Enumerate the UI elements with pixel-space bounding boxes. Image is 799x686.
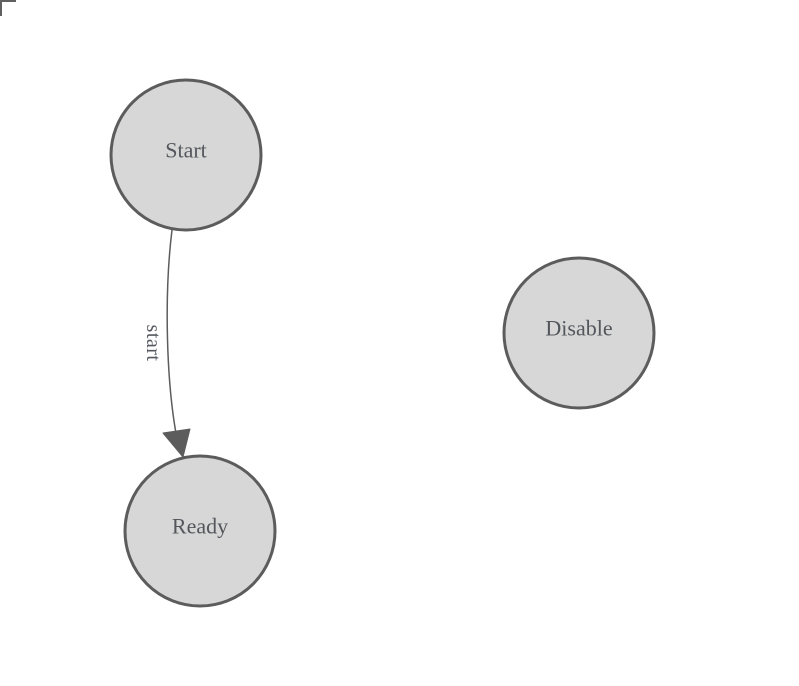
state-circle-disable[interactable] — [502, 256, 656, 410]
state-label-disable: Disable — [545, 316, 612, 341]
state-label-start: Start — [165, 138, 207, 163]
transition-path[interactable] — [166, 229, 179, 445]
state-node-start[interactable]: Start — [109, 78, 263, 232]
state-circle-ready[interactable] — [123, 454, 277, 608]
state-node-ready[interactable]: Ready — [123, 454, 277, 608]
state-circle-start[interactable] — [109, 78, 263, 232]
canvas-corner-mark — [0, 0, 16, 16]
transition-label: start — [142, 325, 164, 362]
arrowhead-icon[interactable] — [162, 428, 191, 458]
state-label-ready: Ready — [172, 514, 228, 539]
transition-start-to-ready[interactable]: start — [142, 229, 191, 458]
state-node-disable[interactable]: Disable — [502, 256, 656, 410]
